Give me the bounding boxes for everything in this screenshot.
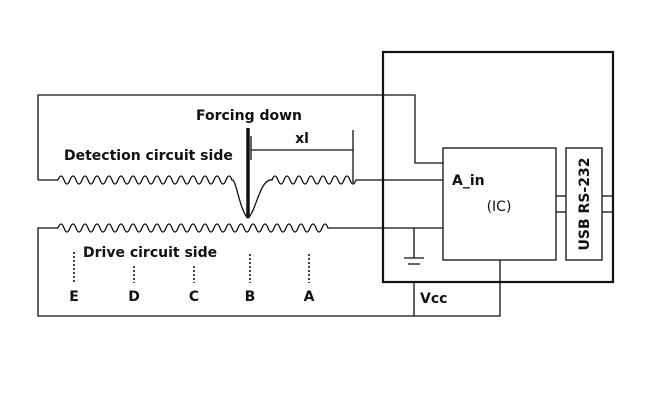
usb-rs232-module — [565, 147, 603, 261]
vcc-label: Vcc — [420, 291, 447, 307]
forcing-down-label: Forcing down — [196, 108, 302, 124]
usb-label: USB RS-232 — [577, 158, 593, 251]
device-enclosure — [381, 50, 615, 284]
detection-side-label: Detection circuit side — [64, 148, 233, 164]
xl-label: xl — [295, 131, 309, 147]
vcc-loop-wire — [37, 258, 501, 317]
detection-coil-left — [38, 175, 443, 219]
drive-side-label: Drive circuit side — [83, 245, 217, 261]
position-label-d: D — [128, 289, 140, 305]
position-label-b: B — [245, 289, 256, 305]
position-label-a: A — [304, 289, 315, 305]
detection-loop-wire — [37, 94, 443, 180]
a-in-label: A_in — [452, 173, 485, 189]
position-label-c: C — [189, 289, 199, 305]
ic-label: (IC) — [487, 199, 512, 215]
drive-coil — [37, 223, 443, 258]
position-label-e: E — [69, 289, 79, 305]
